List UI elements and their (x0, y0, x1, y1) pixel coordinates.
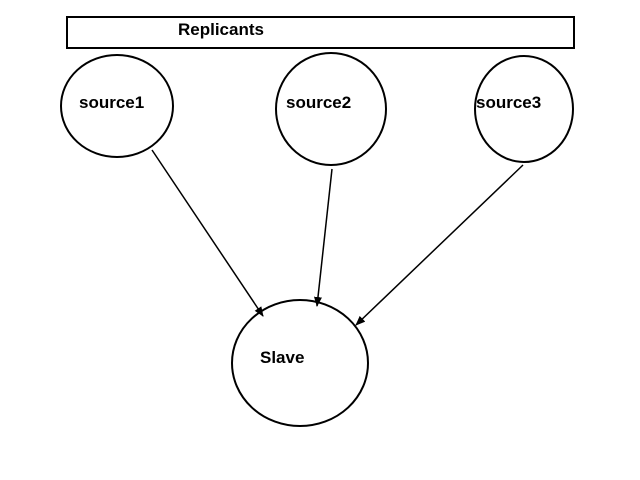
replicants-header: Replicants (66, 16, 575, 49)
node-source2: source2 (275, 52, 387, 166)
node-source3-circle (474, 55, 574, 163)
node-source2-circle (275, 52, 387, 166)
node-source3: source3 (474, 55, 574, 163)
node-source1-circle (60, 54, 174, 158)
node-slave-circle (231, 299, 369, 427)
node-source1-label: source1 (79, 93, 144, 112)
replicants-header-box (66, 16, 575, 49)
arrow-source1-to-slave (151, 149, 264, 317)
node-slave-label: Slave (260, 348, 304, 367)
arrow-source3-to-slave (355, 164, 524, 326)
node-source2-label: source2 (286, 93, 351, 112)
arrow-source2-to-slave (314, 168, 333, 307)
replicants-title: Replicants (178, 20, 264, 39)
node-source1: source1 (60, 54, 174, 158)
node-slave: Slave (231, 299, 369, 427)
node-source3-label: source3 (476, 93, 541, 112)
